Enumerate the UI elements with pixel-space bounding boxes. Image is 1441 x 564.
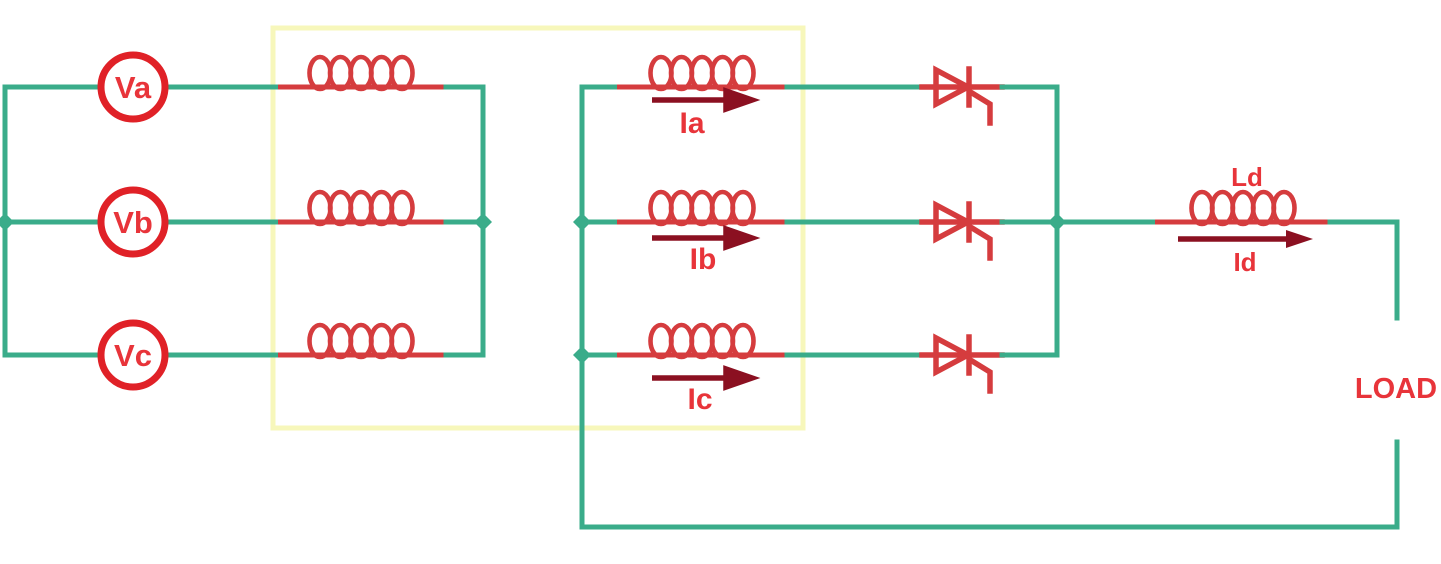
voltage-source-circle-icon-va bbox=[97, 51, 169, 123]
junction-dot-icon-left-bus bbox=[0, 213, 14, 231]
current-ic-label: Ic bbox=[687, 383, 712, 416]
current-ia-label: Ia bbox=[679, 107, 704, 140]
current-ib-label: Ib bbox=[690, 243, 717, 276]
coil-icon-secondary-b bbox=[651, 192, 754, 224]
coil-icon-primary-c bbox=[310, 325, 413, 357]
coil-icon-secondary-a bbox=[651, 57, 754, 89]
load-label: LOAD bbox=[1355, 373, 1437, 405]
scr-icon-phase-a bbox=[922, 69, 1002, 123]
current-arrow-icon-id bbox=[1178, 230, 1313, 248]
coil-icon-ld bbox=[1192, 192, 1295, 224]
source-va-label: Va bbox=[115, 70, 152, 105]
current-id-label: Id bbox=[1233, 247, 1256, 277]
voltage-source-circle-icon-vc bbox=[97, 319, 169, 391]
voltage-source-circle-icon-vb bbox=[97, 186, 169, 258]
scr-icon-phase-c bbox=[922, 337, 1002, 391]
coil-icon-secondary-c bbox=[651, 325, 754, 357]
source-vc-label: Vc bbox=[114, 338, 152, 373]
source-vb-label: Vb bbox=[113, 205, 153, 240]
junction-dot-icon-neutral-b bbox=[573, 213, 591, 231]
inductor-ld-label: Ld bbox=[1231, 162, 1263, 192]
junction-dot-icon-primary-bus bbox=[474, 213, 492, 231]
coil-icon-primary-b bbox=[310, 192, 413, 224]
junction-dot-icon-neutral-c bbox=[573, 346, 591, 364]
coil-icon-primary-a bbox=[310, 57, 413, 89]
transformer-highlight-box bbox=[270, 25, 806, 431]
scr-icon-phase-b bbox=[922, 204, 1002, 258]
